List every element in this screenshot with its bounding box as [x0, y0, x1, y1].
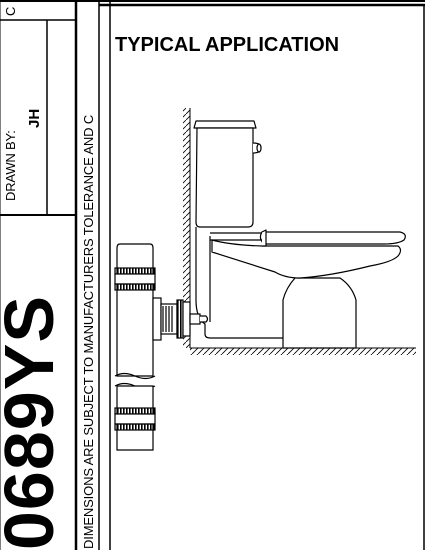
- floor-hatch-icon: [190, 347, 416, 355]
- application-title: TYPICAL APPLICATION: [115, 34, 340, 56]
- drawn-by-value: JH: [26, 108, 43, 128]
- toilet-icon: [193, 120, 406, 349]
- pipe-connector-icon: [114, 243, 209, 451]
- edge-fragment: C: [3, 6, 18, 16]
- tolerance-disclaimer: DIMENSIONS ARE SUBJECT TO MANUFACTURERS …: [81, 114, 96, 549]
- part-number: 0689YS: [0, 294, 68, 550]
- drawn-by-label: DRAWN BY:: [3, 130, 18, 201]
